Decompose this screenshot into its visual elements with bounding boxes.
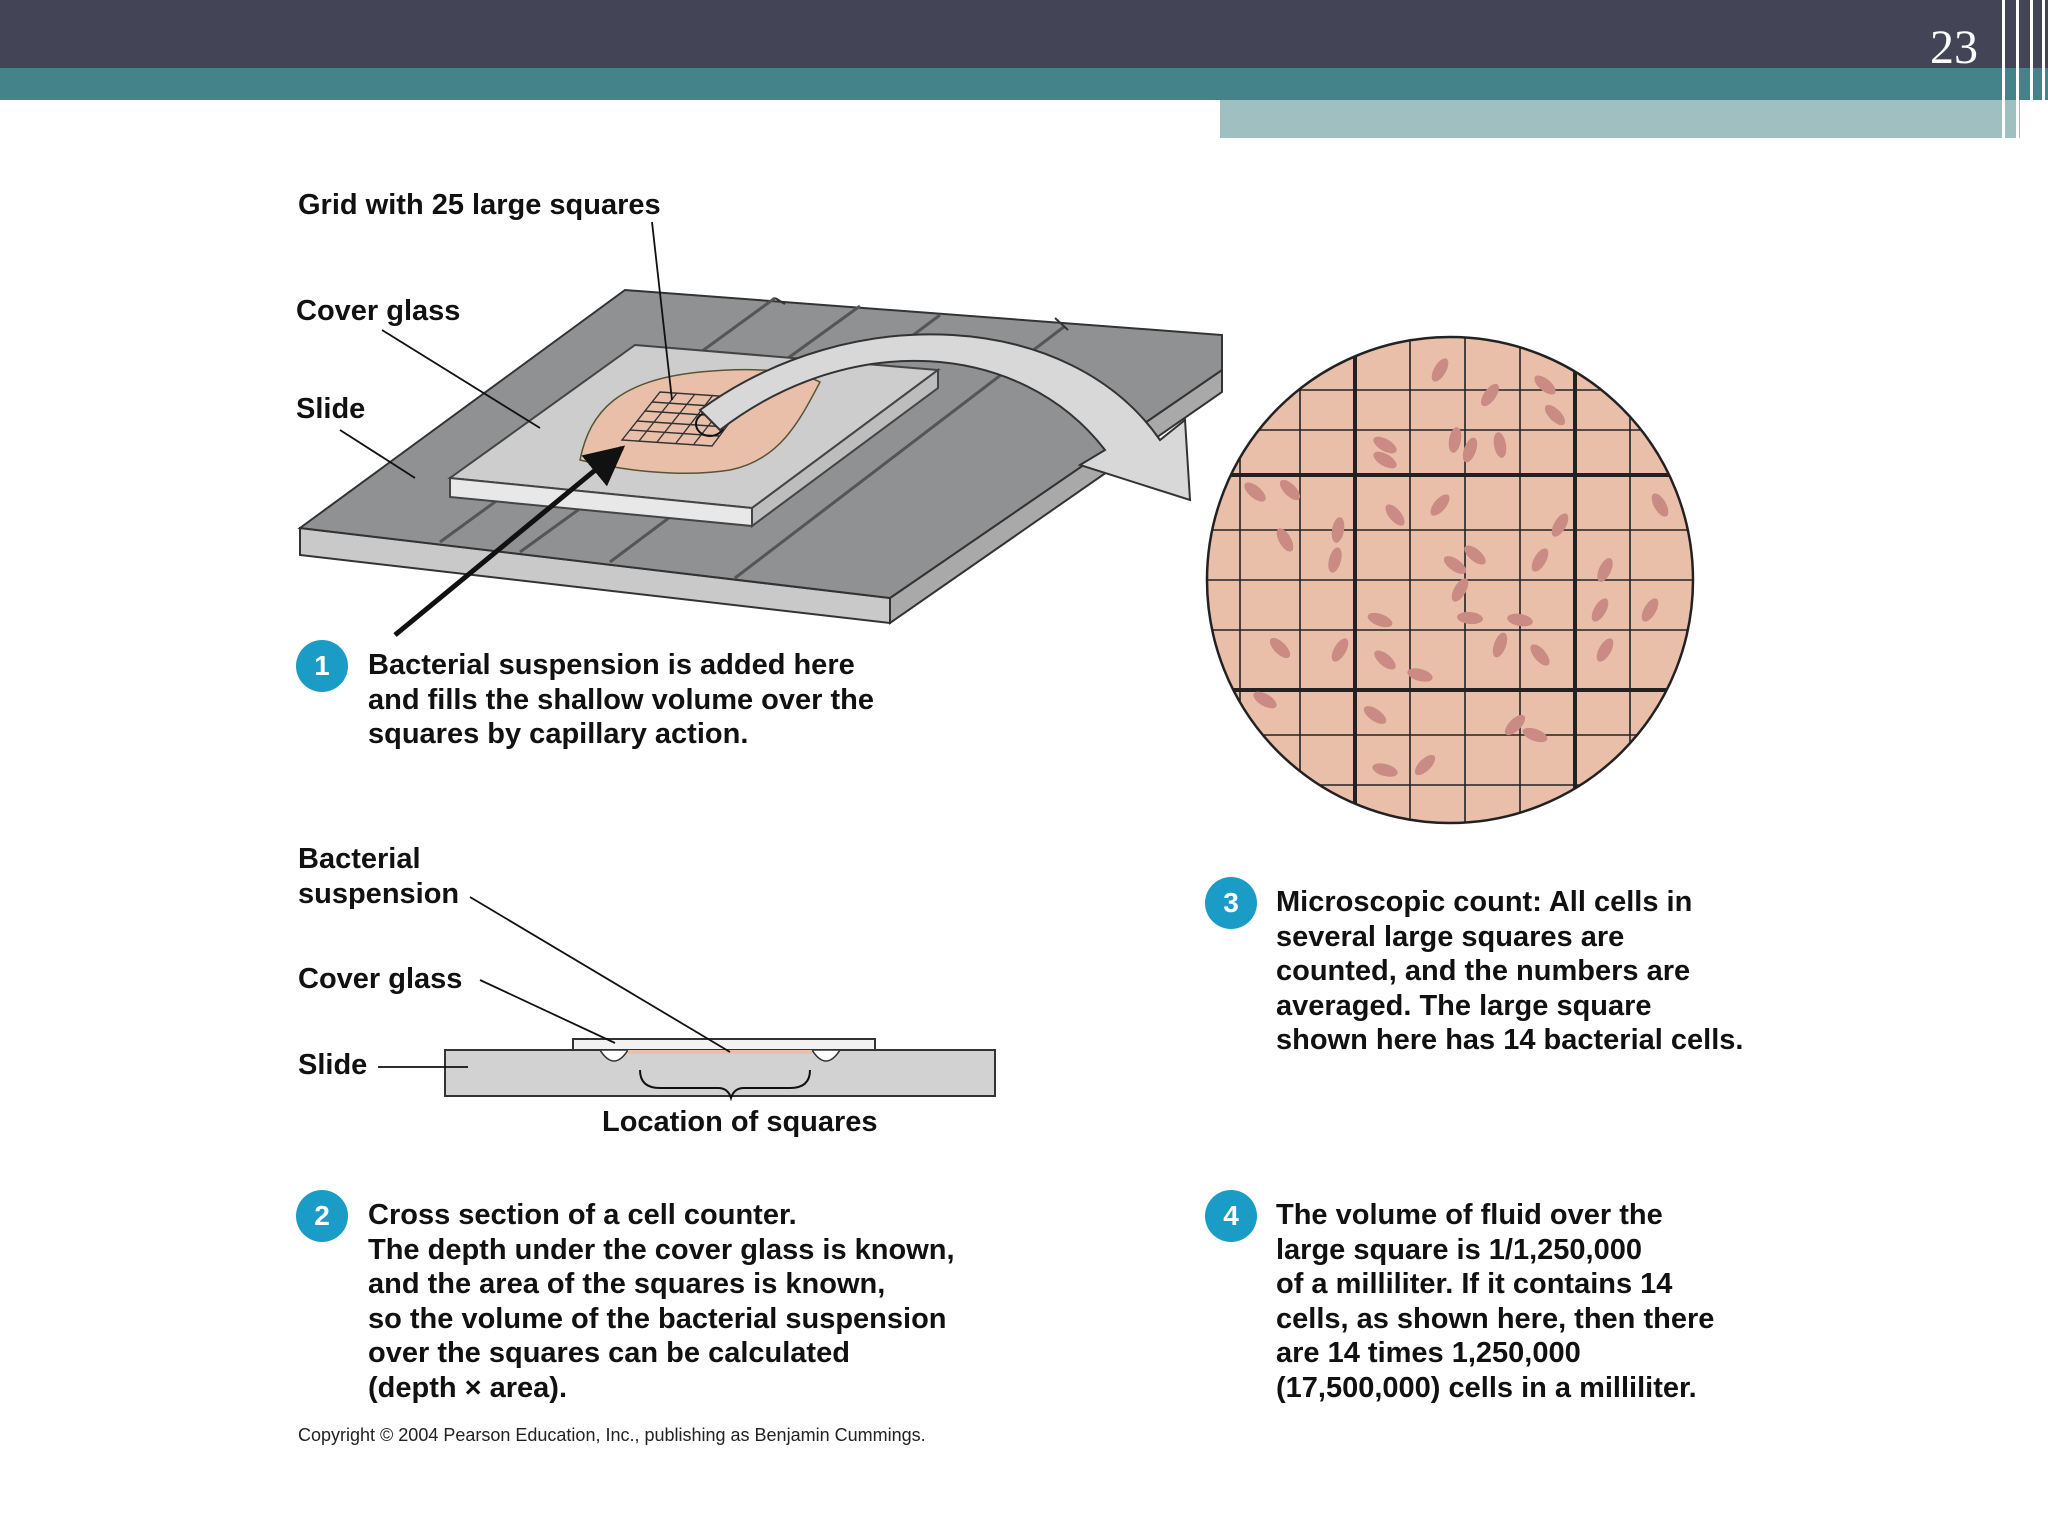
header-teal-band bbox=[0, 68, 2048, 100]
step-2-line: so the volume of the bacterial suspensio… bbox=[368, 1302, 947, 1335]
magnified-view bbox=[1205, 335, 1695, 825]
step-4-line: (17,500,000) cells in a milliliter. bbox=[1276, 1371, 1697, 1404]
step-3-line: averaged. The large square bbox=[1276, 989, 1652, 1022]
bacterial-suspension-label-line: Bacterial bbox=[298, 843, 421, 875]
step-2-line: (depth × area). bbox=[368, 1371, 568, 1404]
header-edge-lines bbox=[1996, 0, 2048, 138]
step-3-line: shown here has 14 bacterial cells. bbox=[1276, 1024, 1744, 1056]
step-4-text: The volume of fluid over the large squar… bbox=[1276, 1198, 1714, 1405]
slide-label-cross: Slide bbox=[298, 1049, 368, 1081]
cover-glass-label-cross: Cover glass bbox=[298, 963, 463, 995]
leader-lines-top bbox=[339, 221, 673, 479]
location-of-squares-label: Location of squares bbox=[602, 1106, 878, 1138]
step-1-line: and fills the shallow volume over the bbox=[368, 683, 874, 716]
step-2-line: over the squares can be calculated bbox=[368, 1337, 850, 1369]
step-3-text: Microscopic count: All cells in several … bbox=[1276, 885, 1743, 1058]
step-4-line: of a milliliter. If it contains 14 bbox=[1276, 1268, 1673, 1300]
step-4-line: cells, as shown here, then there bbox=[1276, 1302, 1715, 1335]
slide-3d bbox=[297, 288, 1223, 625]
cover-glass-label-top: Cover glass bbox=[296, 295, 461, 327]
step-3-line: several large squares are bbox=[1276, 920, 1625, 953]
page-number: 23 bbox=[1930, 21, 1978, 74]
step-4-line: The volume of fluid over the bbox=[1276, 1199, 1663, 1231]
step-4-line: large square is 1/1,250,000 bbox=[1276, 1233, 1642, 1266]
grid-label: Grid with 25 large squares bbox=[298, 189, 661, 221]
step-4-line: are 14 times 1,250,000 bbox=[1276, 1337, 1581, 1369]
step-4-badge: 4 bbox=[1205, 1190, 1257, 1242]
magnify-arrow bbox=[698, 333, 1192, 502]
step-1-text: Bacterial suspension is added here and f… bbox=[368, 648, 874, 752]
bacterial-suspension-label: Bacterial suspension bbox=[298, 842, 459, 912]
header-light-band bbox=[1220, 100, 2020, 138]
step-1-badge: 1 bbox=[296, 640, 348, 692]
bacterial-suspension-label-line: suspension bbox=[298, 878, 460, 910]
suspension-arrow bbox=[393, 445, 626, 637]
step-2-line: and the area of the squares is known, bbox=[368, 1268, 886, 1300]
step-2-line: The depth under the cover glass is known… bbox=[368, 1233, 955, 1266]
slide-label-top: Slide bbox=[296, 393, 366, 425]
step-3-line: Microscopic count: All cells in bbox=[1276, 886, 1693, 918]
header-bar bbox=[0, 0, 2048, 68]
leader-lines-cross bbox=[378, 896, 731, 1068]
step-3-badge: 3 bbox=[1205, 877, 1257, 929]
copyright-notice: Copyright © 2004 Pearson Education, Inc.… bbox=[298, 1425, 926, 1445]
step-1-line: squares by capillary action. bbox=[368, 718, 749, 750]
step-1-line: Bacterial suspension is added here bbox=[368, 649, 855, 681]
step-2-text: Cross section of a cell counter. The dep… bbox=[368, 1198, 955, 1405]
cross-section bbox=[444, 1038, 996, 1102]
step-2-line: Cross section of a cell counter. bbox=[368, 1199, 797, 1231]
step-3-line: counted, and the numbers are bbox=[1276, 955, 1691, 987]
step-2-badge: 2 bbox=[296, 1190, 348, 1242]
